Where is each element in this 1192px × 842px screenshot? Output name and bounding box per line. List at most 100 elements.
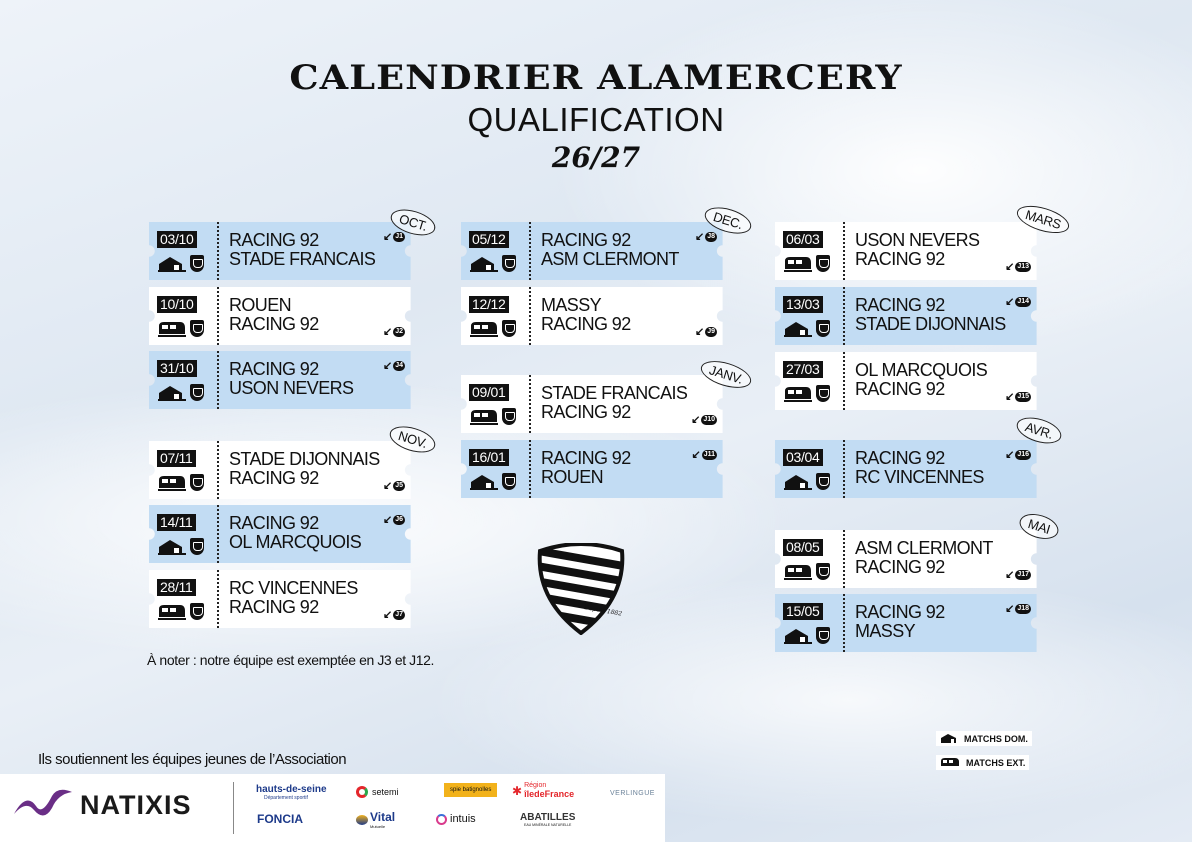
ticket-stub: 27/03 xyxy=(775,352,845,410)
team-second: USON NEVERS xyxy=(229,378,354,398)
team-first: RACING 92 xyxy=(855,602,945,622)
match-date: 06/03 xyxy=(783,231,823,248)
page-title: CALENDRIER ALAMERCERY xyxy=(289,58,903,98)
train-icon xyxy=(158,322,186,337)
round-number: J10 xyxy=(701,415,717,425)
round-badge: ↙J8 xyxy=(695,232,717,243)
racing92-shield-logo: Depuis 1882 xyxy=(537,543,625,635)
ticket-stub: 09/01 xyxy=(461,375,531,433)
arrow-icon: ↙ xyxy=(1005,261,1015,273)
opponent-crest-icon xyxy=(502,320,516,337)
arrow-icon: ↙ xyxy=(382,609,393,621)
setemi-icon xyxy=(356,786,368,798)
opponent-crest-icon xyxy=(190,384,204,401)
opponent-crest-icon xyxy=(502,473,516,490)
match-date: 27/03 xyxy=(783,361,823,378)
arrow-icon: ↙ xyxy=(382,231,393,243)
match-date: 31/10 xyxy=(157,360,197,377)
arrow-icon: ↙ xyxy=(382,326,393,338)
sponsor-abatilles: ABATILLES EAU MINÉRALE NATURELLE xyxy=(520,812,576,827)
intuis-icon xyxy=(436,813,447,825)
match-date: 12/12 xyxy=(469,296,509,313)
team-second: STADE DIJONNAIS xyxy=(855,314,1006,334)
house-icon xyxy=(941,734,956,743)
sponsor-verlingue: VERLINGUE xyxy=(610,790,655,797)
round-number: J7 xyxy=(393,610,405,620)
opponent-crest-icon xyxy=(190,603,204,620)
round-number: J9 xyxy=(705,327,717,337)
match-date: 15/05 xyxy=(783,603,823,620)
opponent-crest-icon xyxy=(502,408,516,425)
team-first: RACING 92 xyxy=(855,295,945,315)
match-date: 09/01 xyxy=(469,384,509,401)
team-second: ASM CLERMONT xyxy=(541,249,679,269)
opponent-crest-icon xyxy=(816,473,830,490)
house-icon xyxy=(470,475,498,490)
match-date: 07/11 xyxy=(157,450,196,467)
ticket-stub: 06/03 xyxy=(775,222,845,280)
round-number: J13 xyxy=(1015,262,1031,272)
team-second: RACING 92 xyxy=(855,379,945,399)
round-number: J2 xyxy=(393,327,405,337)
round-number: J14 xyxy=(1015,297,1031,307)
sponsor-setemi: setemi xyxy=(356,786,399,798)
ticket-stub: 13/03 xyxy=(775,287,845,345)
sponsor-intuis: intuis xyxy=(436,813,476,825)
match-date: 14/11 xyxy=(157,514,196,531)
sponsor-region-idf: ✱ Région îledeFrance xyxy=(512,782,575,799)
opponent-crest-icon xyxy=(816,320,830,337)
match-date: 05/12 xyxy=(469,231,509,248)
team-second: STADE FRANCAIS xyxy=(229,249,376,269)
legend-home: MATCHS DOM. xyxy=(936,731,1032,746)
arrow-icon: ↙ xyxy=(691,414,701,426)
team-first: RACING 92 xyxy=(855,448,945,468)
round-number: J15 xyxy=(1015,392,1031,402)
legend-away-label: MATCHS EXT. xyxy=(966,757,1026,768)
team-second: ROUEN xyxy=(541,467,604,487)
round-badge: ↙J13 xyxy=(1005,261,1031,273)
arrow-icon: ↙ xyxy=(1005,391,1015,403)
team-first: RACING 92 xyxy=(541,230,631,250)
round-badge: ↙J16 xyxy=(1005,450,1031,461)
match-date: 16/01 xyxy=(469,449,509,466)
supporters-intro: Ils soutiennent les équipes jeunes de l’… xyxy=(38,751,347,768)
train-icon xyxy=(470,322,498,337)
train-icon xyxy=(784,257,812,272)
match-date: 10/10 xyxy=(157,296,197,313)
train-icon xyxy=(470,410,498,425)
team-first: MASSY xyxy=(541,295,602,315)
match-date: 03/10 xyxy=(157,231,197,248)
round-number: J18 xyxy=(1015,604,1031,614)
sponsor-hauts-de-seine: hauts-de-seine Département sportif xyxy=(256,784,327,801)
opponent-crest-icon xyxy=(502,255,516,272)
team-second: MASSY xyxy=(855,621,916,641)
round-badge: ↙J18 xyxy=(1005,604,1031,615)
round-badge: ↙J5 xyxy=(383,481,405,492)
arrow-icon: ↙ xyxy=(691,449,701,461)
house-icon xyxy=(784,629,812,644)
team-first: RACING 92 xyxy=(229,359,319,379)
team-second: RC VINCENNES xyxy=(855,467,984,487)
ticket-stub: 14/11 xyxy=(149,505,219,563)
round-badge: ↙J11 xyxy=(691,449,717,461)
round-badge: ↙J14 xyxy=(1005,297,1031,308)
sponsor-spie-batignolles: spie batignolles xyxy=(444,783,498,797)
opponent-crest-icon xyxy=(190,320,204,337)
match-date: 28/11 xyxy=(157,579,196,596)
round-number: J8 xyxy=(705,232,717,242)
team-first: RC VINCENNES xyxy=(229,578,358,598)
train-icon xyxy=(158,605,186,620)
